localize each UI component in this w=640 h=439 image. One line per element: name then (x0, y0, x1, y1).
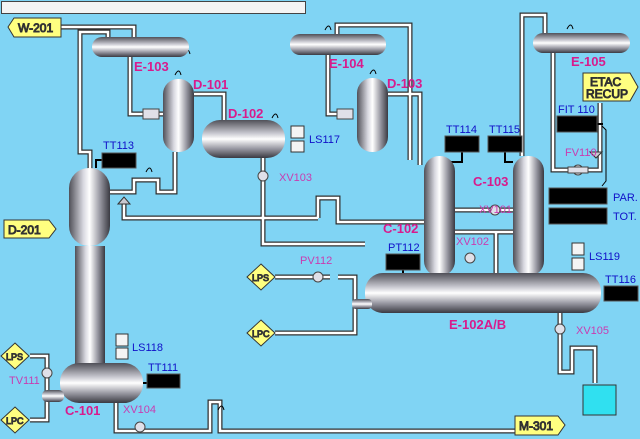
xv102-valve (464, 252, 476, 264)
label-c103: C-103 (473, 174, 508, 189)
svg-text:LPS: LPS (6, 352, 23, 362)
pt112-display[interactable] (385, 253, 421, 271)
label-d102: D-102 (228, 106, 263, 121)
label-tt114: TT114 (446, 124, 477, 136)
c103-vessel (513, 156, 544, 276)
label-c102: C-102 (383, 221, 418, 236)
par-display[interactable] (548, 187, 608, 205)
valves[interactable] (41, 108, 589, 433)
label-tt111: TT111 (148, 362, 178, 374)
ls118-indicator-low (115, 347, 129, 360)
label-pt112: PT112 (388, 242, 420, 254)
d101-vessel (163, 79, 194, 152)
svg-text:M-301: M-301 (519, 419, 553, 433)
fit110-display[interactable] (556, 115, 598, 133)
label-xv102: XV102 (456, 236, 489, 248)
etac-recup-tag[interactable] (582, 72, 639, 102)
ls119-indicator-high (571, 242, 585, 256)
d103-vessel (357, 78, 388, 152)
command-input[interactable] (1, 1, 306, 14)
e105-vessel (533, 33, 630, 53)
xv103-valve (257, 170, 269, 182)
label-d103: D-103 (387, 76, 422, 91)
tot-display[interactable] (548, 207, 608, 225)
e103-vessel (92, 37, 189, 57)
xv104-valve (134, 421, 146, 433)
label-ls117: LS117 (309, 134, 340, 146)
tt111-display[interactable] (146, 373, 181, 389)
svg-text:RECUP: RECUP (586, 87, 628, 101)
pv112-valve (312, 271, 324, 283)
lpc-diamond-right[interactable] (246, 319, 276, 347)
svg-text:LPC: LPC (6, 416, 24, 426)
d103-inlet-valve (336, 108, 354, 120)
svg-text:ETAC: ETAC (590, 75, 621, 89)
ls117-indicator-low (290, 140, 305, 153)
label-xv104: XV104 (123, 404, 156, 416)
label-fv110: FV110 (565, 147, 597, 159)
label-e103: E-103 (134, 59, 169, 74)
ls118-indicator-high (115, 333, 129, 347)
label-ls118: LS118 (132, 342, 163, 354)
label-tot: TOT. (613, 211, 637, 223)
label-e105: E-105 (571, 54, 606, 69)
label-e102: E-102A/B (449, 317, 506, 332)
svg-text:W-201: W-201 (18, 21, 53, 35)
inlet-arrow-icon (116, 196, 132, 205)
lps-diamond-right[interactable] (246, 263, 276, 291)
w201-tag[interactable] (7, 17, 62, 38)
fv110-valve (567, 164, 589, 176)
svg-text:LPS: LPS (252, 273, 269, 283)
c101-top (69, 168, 110, 246)
c101-bottom (60, 363, 143, 403)
label-tt115: TT115 (489, 124, 520, 136)
label-pv112: PV112 (300, 255, 332, 267)
lps-diamond-left[interactable] (0, 342, 30, 370)
label-par: PAR. (613, 192, 638, 204)
c101-column (75, 246, 105, 366)
e102-vessel (365, 273, 601, 313)
svg-text:D-201: D-201 (8, 223, 41, 237)
d101-inlet-valve (142, 108, 160, 120)
label-xv105: XV105 (576, 325, 609, 337)
label-xv101: XV101 (479, 204, 512, 216)
svg-text:LPC: LPC (252, 329, 270, 339)
tt113-display[interactable] (101, 152, 137, 169)
label-e104: E-104 (329, 56, 364, 71)
fit-link-arrow (601, 125, 607, 187)
ls117-indicator-high (290, 125, 305, 139)
tt114-display[interactable] (444, 135, 480, 153)
d201-tag[interactable] (3, 219, 57, 239)
ls119-indicator-low (571, 257, 585, 271)
xv105-valve (554, 323, 566, 335)
label-ls119: LS119 (589, 251, 620, 263)
label-c101: C-101 (65, 403, 100, 418)
tt116-display[interactable] (603, 285, 639, 302)
e104-vessel (290, 34, 386, 55)
label-d101: D-101 (193, 77, 228, 92)
c102-vessel (424, 156, 455, 276)
m301-tag[interactable] (514, 415, 566, 436)
label-fit110: FIT 110 (558, 104, 595, 116)
label-tv111: TV111 (9, 375, 40, 387)
tv111-valve (41, 367, 53, 379)
tt115-display[interactable] (487, 135, 523, 153)
lpc-diamond-left[interactable] (0, 406, 30, 434)
waste-tank (582, 384, 617, 416)
d102-vessel (202, 120, 285, 158)
stream-tags: W-201 D-201 ETAC RECUP M-301 LPS LPC LPS… (0, 17, 639, 436)
label-tt113: TT113 (103, 140, 134, 152)
vessels (42, 33, 630, 416)
label-xv103: XV103 (279, 172, 312, 184)
xv101-valve (489, 204, 501, 216)
label-tt116: TT116 (605, 274, 636, 286)
